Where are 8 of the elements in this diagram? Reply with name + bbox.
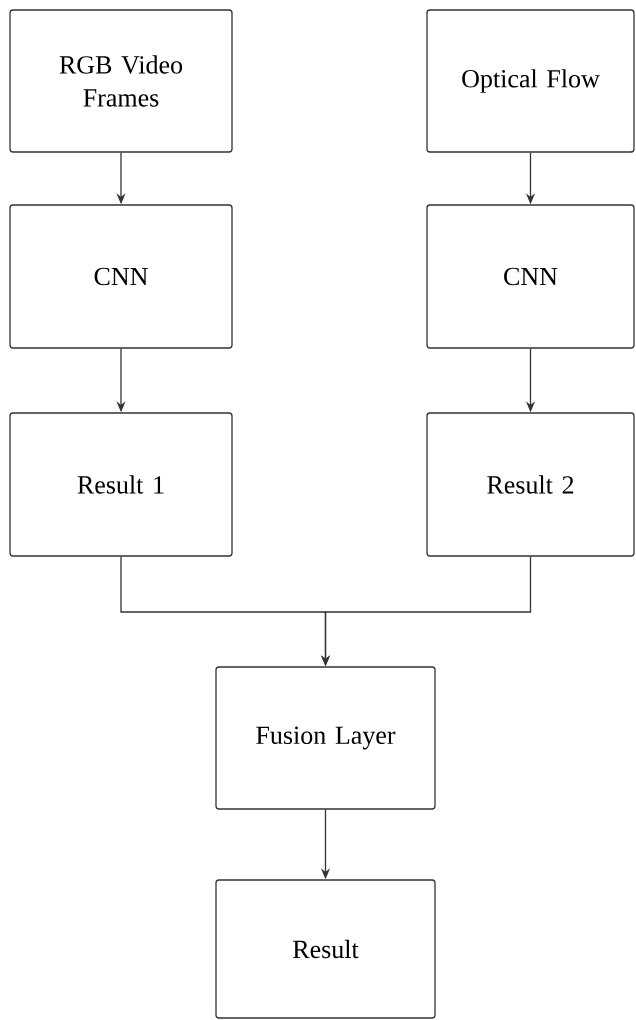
process-box: RGB Video Frames bbox=[9, 9, 233, 153]
process-box: CNN bbox=[9, 204, 233, 349]
process-box: CNN bbox=[426, 204, 635, 349]
process-box: Result 1 bbox=[9, 412, 233, 557]
process-box: Result 2 bbox=[426, 412, 635, 557]
process-box: Fusion Layer bbox=[215, 666, 436, 810]
process-box: Result bbox=[215, 879, 436, 1019]
process-box: Optical Flow bbox=[426, 9, 635, 153]
